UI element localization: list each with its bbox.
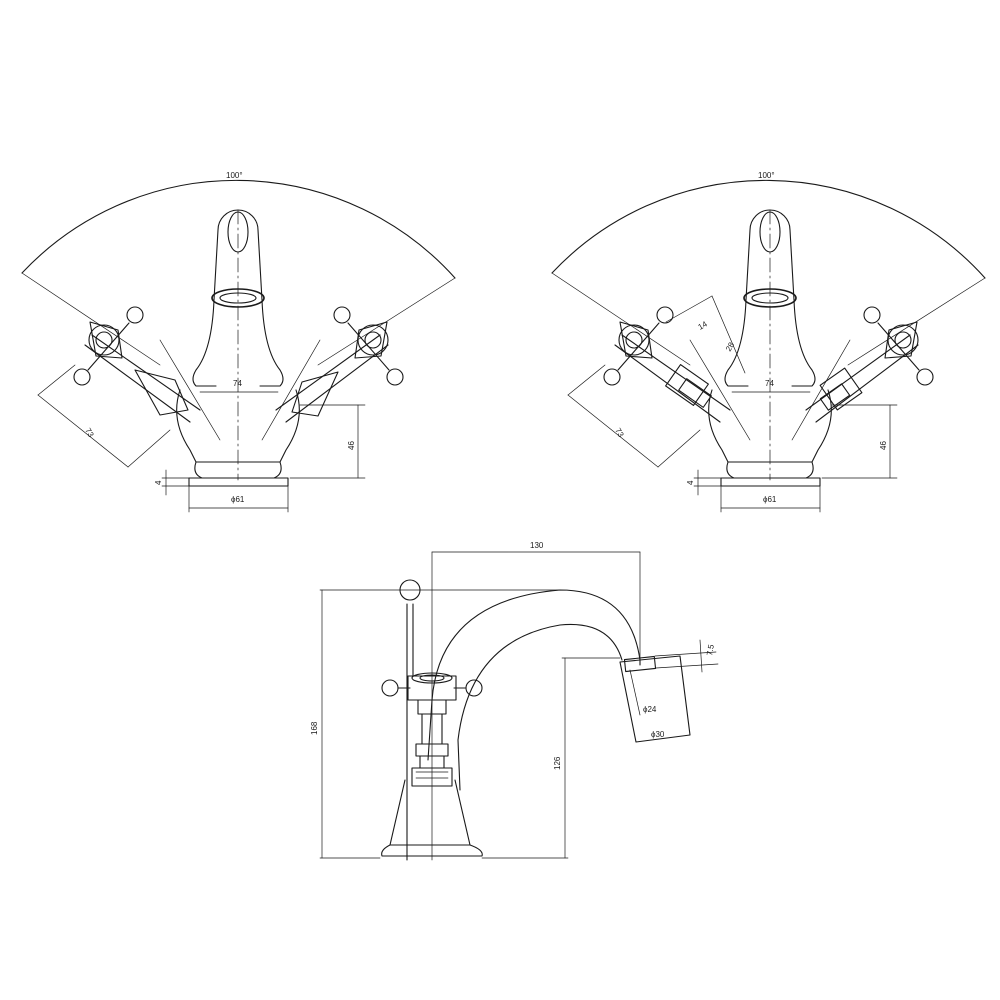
right-body-height-label: 46: [879, 441, 888, 450]
right-angle-label: 100°: [758, 171, 775, 180]
left-body-height-label: 46: [347, 441, 356, 450]
right-stem-length-label: 28: [724, 340, 737, 353]
left-base-thickness-label: 4: [154, 480, 163, 485]
right-cross-handle-right: [863, 306, 934, 386]
right-base-thickness-label: 4: [686, 480, 695, 485]
left-cross-handle-left: [73, 306, 144, 386]
side-outer-diameter-label: ϕ30: [651, 730, 665, 739]
side-aerator-offset-label: 7.5: [705, 643, 716, 656]
right-stem-width-label: 14: [697, 319, 710, 332]
right-spout-width-label: 74: [765, 379, 774, 388]
right-cross-handle-left: [603, 306, 674, 386]
left-handle-reach-label: 73: [83, 427, 96, 440]
side-total-height-label: 168: [310, 721, 319, 735]
right-handle-reach-label: 73: [613, 427, 626, 440]
left-base-diameter-label: ϕ61: [231, 495, 245, 504]
left-angle-label: 100°: [226, 171, 243, 180]
left-spout-width-label: 74: [233, 379, 242, 388]
left-front-view: 100°: [21, 171, 456, 513]
right-base-diameter-label: ϕ61: [763, 495, 777, 504]
right-front-view: 100° 14 28: [551, 171, 986, 513]
side-view: 130 168 126 7.5 ϕ24 ϕ30: [310, 541, 719, 861]
side-spout-reach-label: 130: [530, 541, 544, 550]
side-inner-diameter-label: ϕ24: [643, 705, 657, 714]
left-cross-handle-right: [333, 306, 404, 386]
side-spout-height-label: 126: [553, 756, 562, 770]
